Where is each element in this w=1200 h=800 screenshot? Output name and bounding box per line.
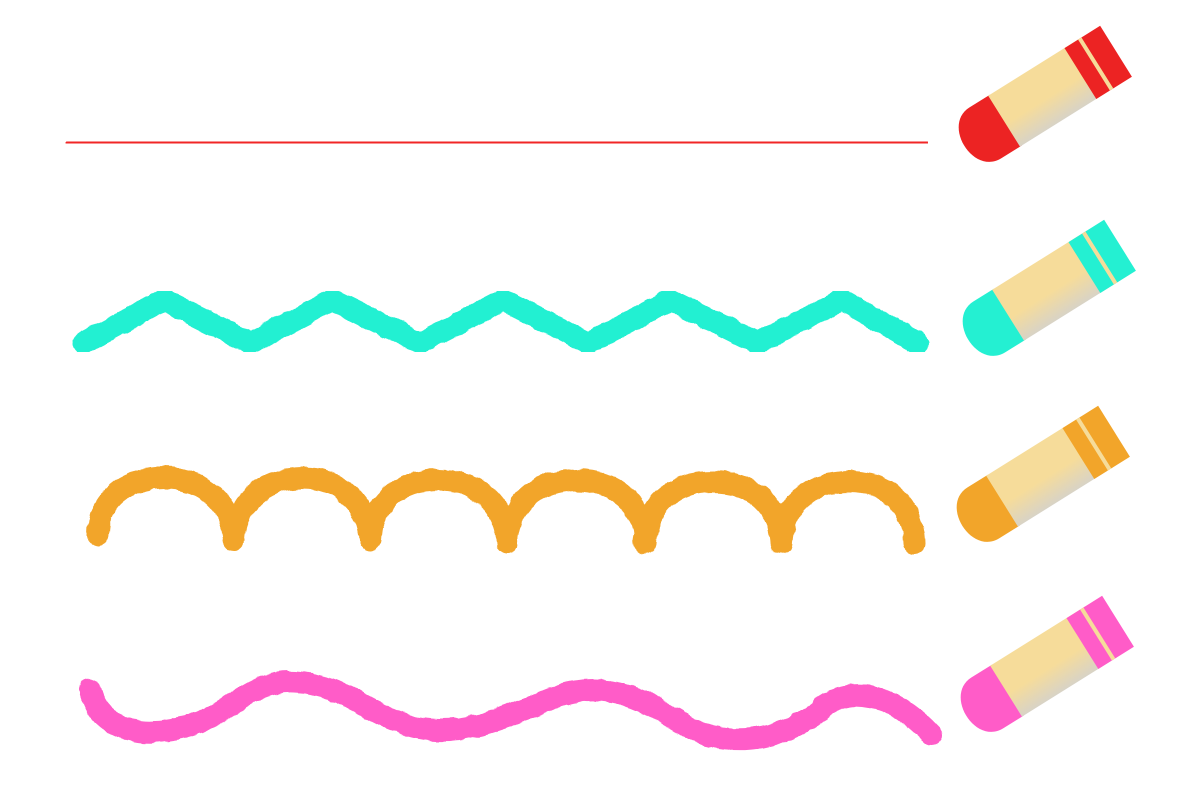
red-crayon-stripe: [1078, 37, 1114, 91]
pink-crayon-tip: [960, 664, 1024, 732]
cyan-zigzag-stroke: [73, 289, 929, 354]
orange-crayon-tip: [956, 474, 1020, 542]
orange-stroke-row: [87, 405, 1130, 554]
orange-crayon-stripe: [1076, 417, 1112, 471]
pink-stroke-row: [79, 595, 1134, 751]
cyan-crayon-icon: [962, 219, 1136, 356]
orange-scallop-stroke: [87, 467, 925, 554]
red-crayon-tip: [958, 94, 1022, 162]
orange-crayon-icon: [956, 405, 1130, 542]
cyan-crayon-stripe: [1082, 231, 1118, 285]
red-stroke-row: [65, 25, 1132, 162]
pink-crayon-icon: [960, 595, 1134, 732]
red-straight-stroke: [65, 129, 928, 156]
pink-crayon-stripe: [1080, 607, 1116, 661]
cyan-stroke-row: [73, 219, 1136, 356]
cyan-crayon-tip: [962, 288, 1026, 356]
pink-wave-stroke: [79, 670, 943, 751]
red-crayon-icon: [958, 25, 1132, 162]
